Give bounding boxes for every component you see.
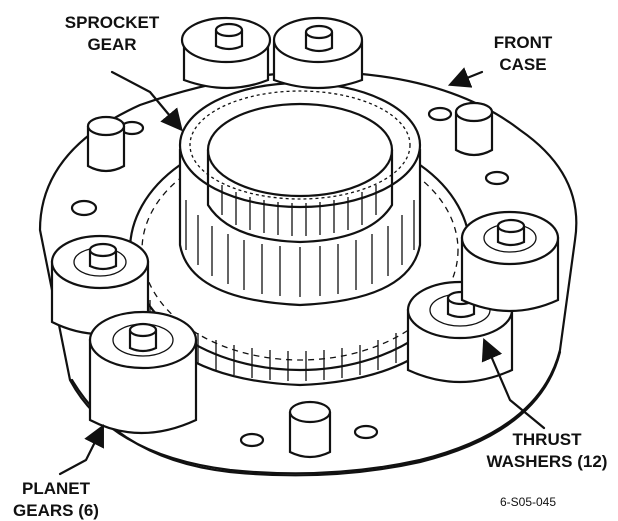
planet-gear — [460, 210, 560, 313]
planet-gear — [272, 16, 364, 90]
planet-gear — [88, 310, 198, 434]
front-case-label-line1: FRONT — [494, 33, 553, 52]
planet-gears-label-line1: PLANET — [22, 479, 91, 498]
thrust-washers-label-line1: THRUST — [513, 430, 583, 449]
thrust-washers-label-line2: WASHERS (12) — [487, 452, 608, 471]
figure-code: 6-S05-045 — [500, 495, 556, 509]
thrust-washers-leader — [481, 337, 546, 430]
dowel-pin — [86, 115, 126, 173]
sprocket-gear-leader — [110, 70, 183, 132]
front-case-leader — [447, 67, 484, 88]
dowel-pin — [454, 101, 494, 157]
planet-gear — [180, 16, 272, 90]
dowel-pin — [288, 400, 332, 459]
planet-gears — [50, 16, 560, 434]
sprocket-gear-label-line2: GEAR — [87, 35, 136, 54]
sprocket-gear — [178, 81, 422, 307]
front-case-label-line2: CASE — [499, 55, 546, 74]
inner-splines — [221, 185, 377, 236]
case-holes — [70, 106, 510, 448]
planet-gears-leader — [58, 424, 104, 476]
sprocket-gear-label-line1: SPROCKET — [65, 13, 160, 32]
leader-lines — [58, 67, 546, 476]
sprocket-teeth — [185, 200, 415, 297]
case-pins — [86, 101, 494, 459]
callout-labels: SPROCKET GEAR FRONT CASE THRUST WASHERS … — [13, 13, 607, 520]
planet-gears-label-line2: GEARS (6) — [13, 501, 99, 520]
